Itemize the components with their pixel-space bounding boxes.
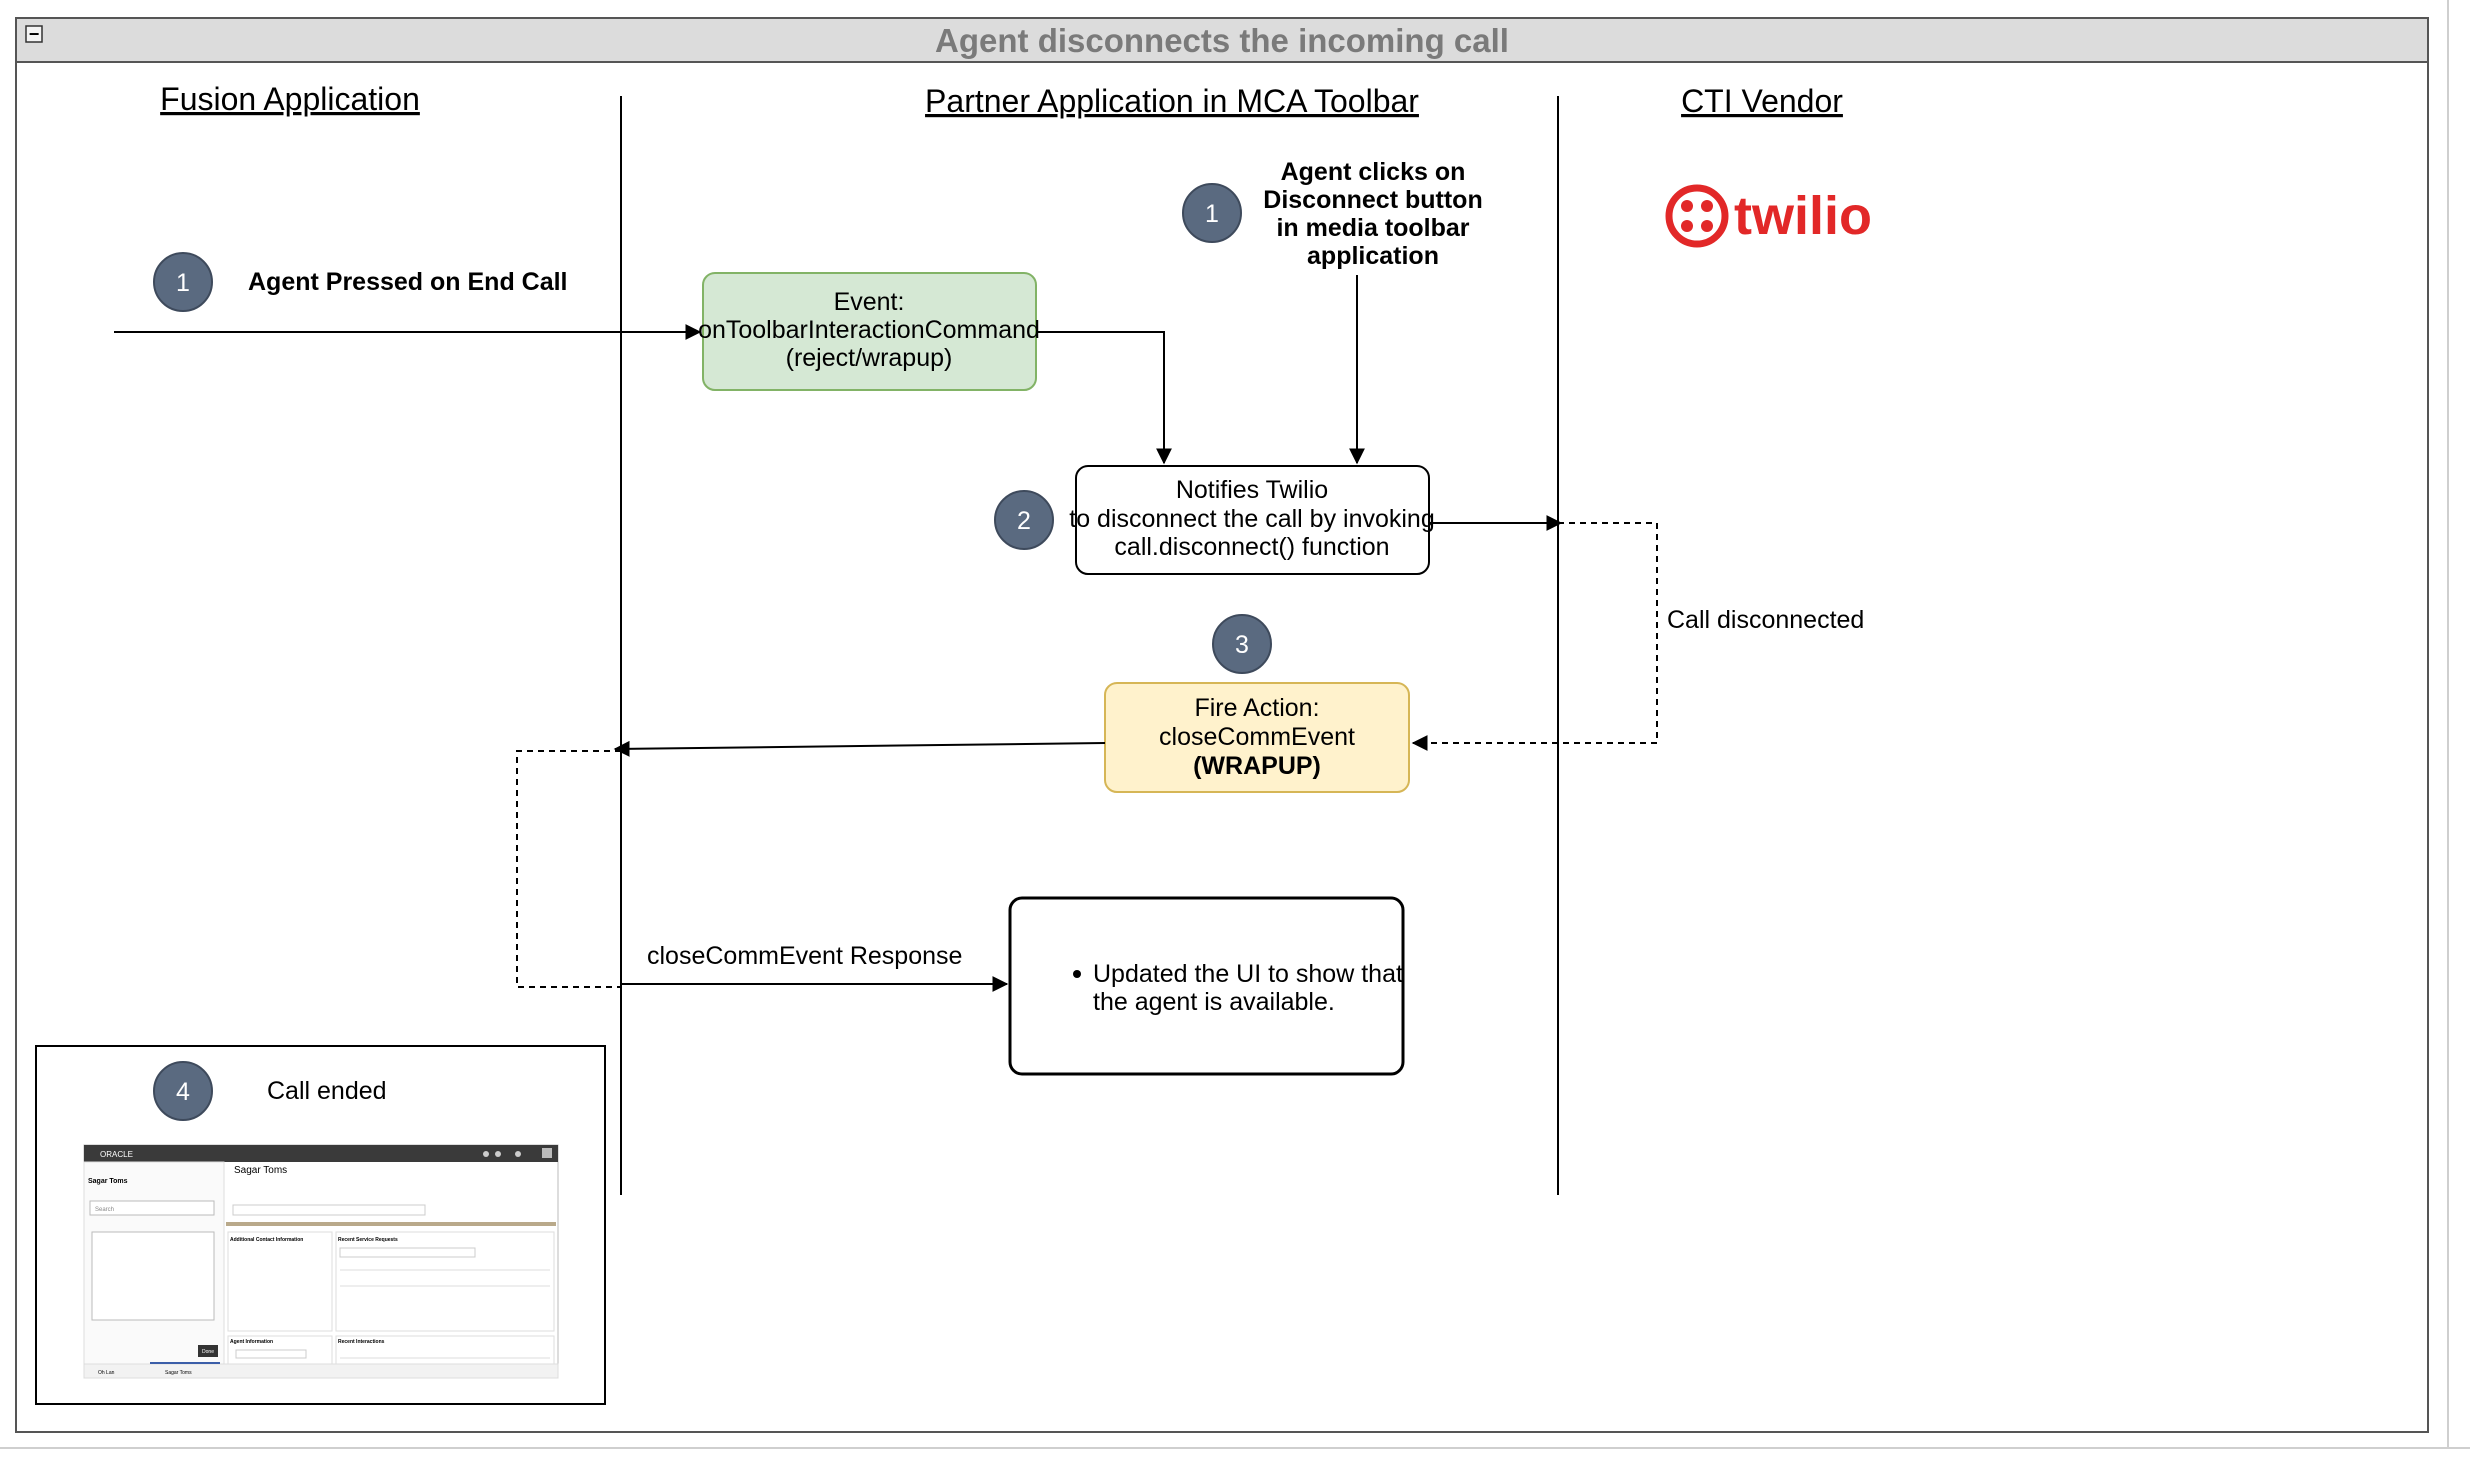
- twilio-logo: twilio: [1665, 184, 1872, 248]
- svg-text:closeCommEvent: closeCommEvent: [1159, 723, 1355, 751]
- thumb-search: Search: [95, 1207, 114, 1213]
- svg-text:Disconnect button: Disconnect button: [1263, 186, 1482, 214]
- thumb-section-4: Recent Interactions: [338, 1339, 385, 1345]
- svg-text:Updated the UI to show that: Updated the UI to show that: [1093, 960, 1403, 988]
- diagram-title: Agent disconnects the incoming call: [935, 22, 1509, 59]
- thumb-brand: ORACLE: [100, 1150, 133, 1159]
- thumb-title: Sagar Toms: [234, 1165, 287, 1176]
- agent-pressed-label: Agent Pressed on End Call: [248, 268, 568, 296]
- thumb-contact-name: Sagar Toms: [88, 1178, 128, 1185]
- svg-text:Agent clicks on: Agent clicks on: [1281, 158, 1466, 186]
- thumb-section-3: Agent Information: [230, 1339, 273, 1345]
- collapse-button[interactable]: −: [25, 24, 43, 44]
- svg-text:call.disconnect() function: call.disconnect() function: [1114, 533, 1389, 561]
- response-label: closeCommEvent Response: [647, 942, 962, 970]
- svg-text:the agent is available.: the agent is available.: [1093, 988, 1335, 1016]
- svg-text:application: application: [1307, 242, 1439, 270]
- svg-text:onToolbarInteractionCommand: onToolbarInteractionCommand: [698, 316, 1040, 344]
- lane-title-cti: CTI Vendor: [1681, 83, 1843, 119]
- svg-text:3: 3: [1235, 631, 1249, 659]
- notify-box: Notifies Twilio to disconnect the call b…: [1069, 465, 1435, 575]
- svg-text:to disconnect the call by invo: to disconnect the call by invoking: [1069, 505, 1435, 533]
- svg-text:in media toolbar: in media toolbar: [1276, 214, 1469, 242]
- step-circle-2: 2: [994, 490, 1054, 550]
- svg-text:1: 1: [1205, 200, 1219, 228]
- svg-text:Notifies Twilio: Notifies Twilio: [1176, 476, 1328, 504]
- agent-clicks-label: Agent clicks on Disconnect button in med…: [1263, 158, 1482, 270]
- svg-text:1: 1: [176, 269, 190, 297]
- fire-action-box: Fire Action: closeCommEvent (WRAPUP): [1104, 682, 1410, 793]
- step-circle-3: 3: [1212, 614, 1272, 674]
- thumb-tab-1: Oh Lan: [98, 1370, 115, 1376]
- title-bar: [15, 17, 2429, 63]
- thumb-tab-2: Sagar Toms: [165, 1370, 192, 1376]
- call-ended-label: Call ended: [267, 1077, 387, 1105]
- collapse-icon: −: [29, 24, 40, 44]
- svg-text:(WRAPUP): (WRAPUP): [1193, 752, 1321, 780]
- edge-call-disconnected: [1411, 522, 1658, 751]
- svg-text:4: 4: [176, 1078, 190, 1106]
- svg-text:(reject/wrapup): (reject/wrapup): [786, 344, 953, 372]
- lane-title-fusion: Fusion Application: [160, 81, 420, 117]
- thumb-done: Done: [202, 1349, 214, 1355]
- step-circle-1-left: 1: [153, 252, 213, 312]
- event-box: Event: onToolbarInteractionCommand (reje…: [698, 272, 1040, 391]
- thumb-section-1: Additional Contact Information: [230, 1237, 303, 1243]
- updated-ui-box: Updated the UI to show that the agent is…: [1008, 896, 1405, 1076]
- call-disconnected-label: Call disconnected: [1667, 606, 1864, 634]
- twilio-wordmark: twilio: [1734, 186, 1872, 246]
- thumb-header: [84, 1145, 558, 1162]
- lane-title-partner: Partner Application in MCA Toolbar: [925, 83, 1419, 119]
- edge-fire-to-fusion: [613, 740, 1106, 757]
- step-circle-1-right: 1: [1182, 183, 1242, 243]
- svg-text:Event:: Event:: [834, 288, 905, 316]
- step-circle-4: 4: [153, 1061, 213, 1121]
- svg-text:2: 2: [1017, 507, 1031, 535]
- app-screenshot-thumbnail: ORACLE Sagar Toms Search Done Sagar Toms…: [83, 1144, 559, 1379]
- thumb-section-2: Recent Service Requests: [338, 1237, 398, 1243]
- edge-event-to-notify: [1036, 331, 1172, 465]
- edge-dashed-loop-left: [516, 750, 621, 988]
- svg-text:Fire Action:: Fire Action:: [1194, 694, 1319, 722]
